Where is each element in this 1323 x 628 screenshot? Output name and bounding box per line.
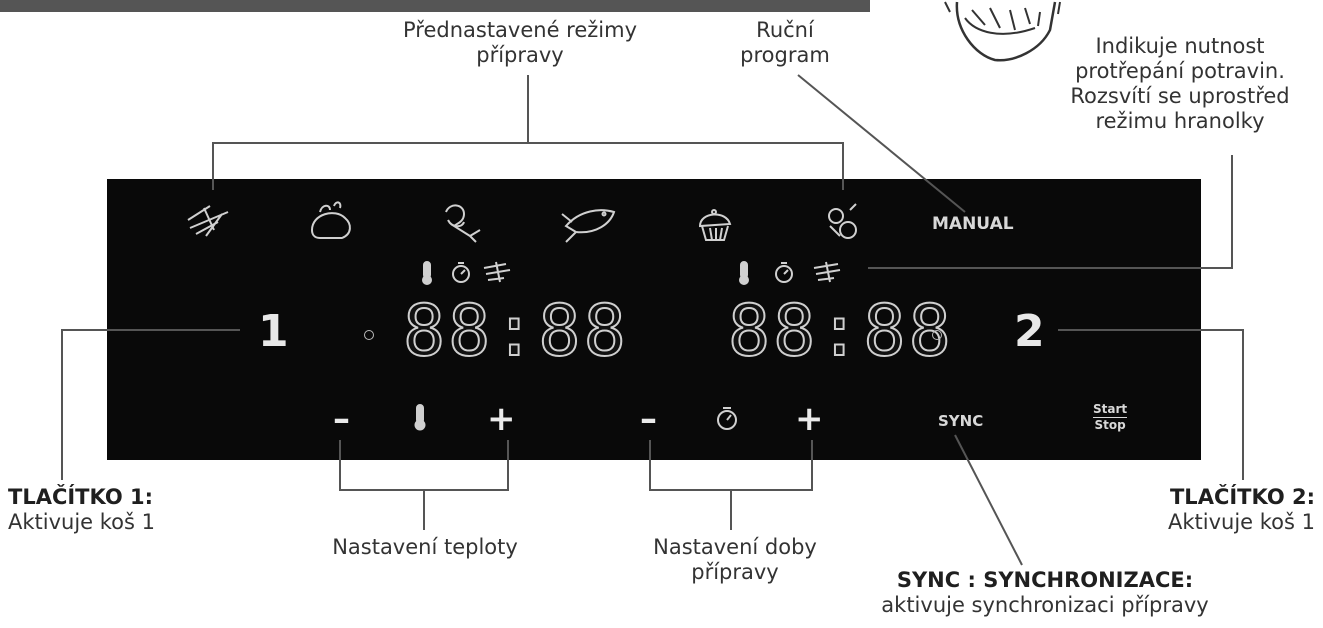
stop-label: Stop	[1094, 418, 1126, 432]
presets-bracket	[212, 75, 844, 190]
time-setting-line1: Nastavení doby	[653, 535, 817, 559]
button2-desc: Aktivuje koš 1	[1168, 510, 1315, 534]
button2-callout: TLAČÍTKO 2: Aktivuje koš 1	[1110, 485, 1315, 535]
presets-callout-line2: přípravy	[476, 43, 564, 67]
presets-callout-line1: Přednastavené režimy	[402, 18, 638, 42]
zone1-indicator-dot	[364, 330, 374, 340]
presets-callout: Přednastavené režimy přípravy	[380, 18, 660, 68]
manual-callout-line1: Ruční	[756, 18, 814, 42]
temperature-minus-button[interactable]: –	[333, 399, 350, 439]
sync-callout-key: SYNC	[896, 568, 961, 592]
sync-callout: SYNC : SYNCHRONIZACE: aktivuje synchroni…	[835, 568, 1255, 618]
time-plus-button[interactable]: +	[795, 399, 824, 439]
button2-title: TLAČÍTKO 2:	[1169, 485, 1315, 509]
shake-callout-line4: režimu hranolky	[1095, 109, 1265, 133]
shake-callout: Indikuje nutnost protřepání potravin. Ro…	[1040, 34, 1320, 134]
top-decoration-bar	[0, 0, 870, 12]
manual-callout: Ruční program	[720, 18, 850, 68]
button1-title: TLAČÍTKO 1:	[8, 485, 154, 509]
button1-desc: Aktivuje koš 1	[8, 510, 155, 534]
manual-button[interactable]: MANUAL	[932, 214, 1014, 234]
zone2-display: 88:88	[727, 290, 954, 372]
temperature-plus-button[interactable]: +	[487, 399, 516, 439]
button1-callout: TLAČÍTKO 1: Aktivuje koš 1	[8, 485, 155, 535]
time-setting-line2: přípravy	[691, 560, 779, 584]
start-stop-button[interactable]: Start Stop	[1093, 402, 1128, 433]
shake-callout-line2: protřepání potravin.	[1075, 59, 1285, 83]
manual-callout-line2: program	[740, 43, 830, 67]
sync-callout-desc: aktivuje synchronizaci přípravy	[881, 593, 1209, 617]
zone1-display: 88:88	[402, 290, 629, 372]
time-setting-callout: Nastavení doby přípravy	[620, 535, 850, 585]
temperature-setting-callout: Nastavení teploty	[300, 535, 550, 560]
start-label: Start	[1093, 402, 1128, 418]
sync-callout-title: : SYNCHRONIZACE:	[960, 568, 1194, 592]
zone2-indicator-dot	[932, 330, 942, 340]
sync-button[interactable]: SYNC	[938, 412, 984, 430]
zone1-button[interactable]: 1	[258, 306, 289, 357]
zone2-button[interactable]: 2	[1014, 306, 1045, 357]
shake-callout-line1: Indikuje nutnost	[1095, 34, 1265, 58]
time-minus-button[interactable]: –	[640, 399, 657, 439]
temperature-setting-text: Nastavení teploty	[332, 535, 518, 559]
shake-callout-line3: Rozsvítí se uprostřed	[1070, 84, 1290, 108]
